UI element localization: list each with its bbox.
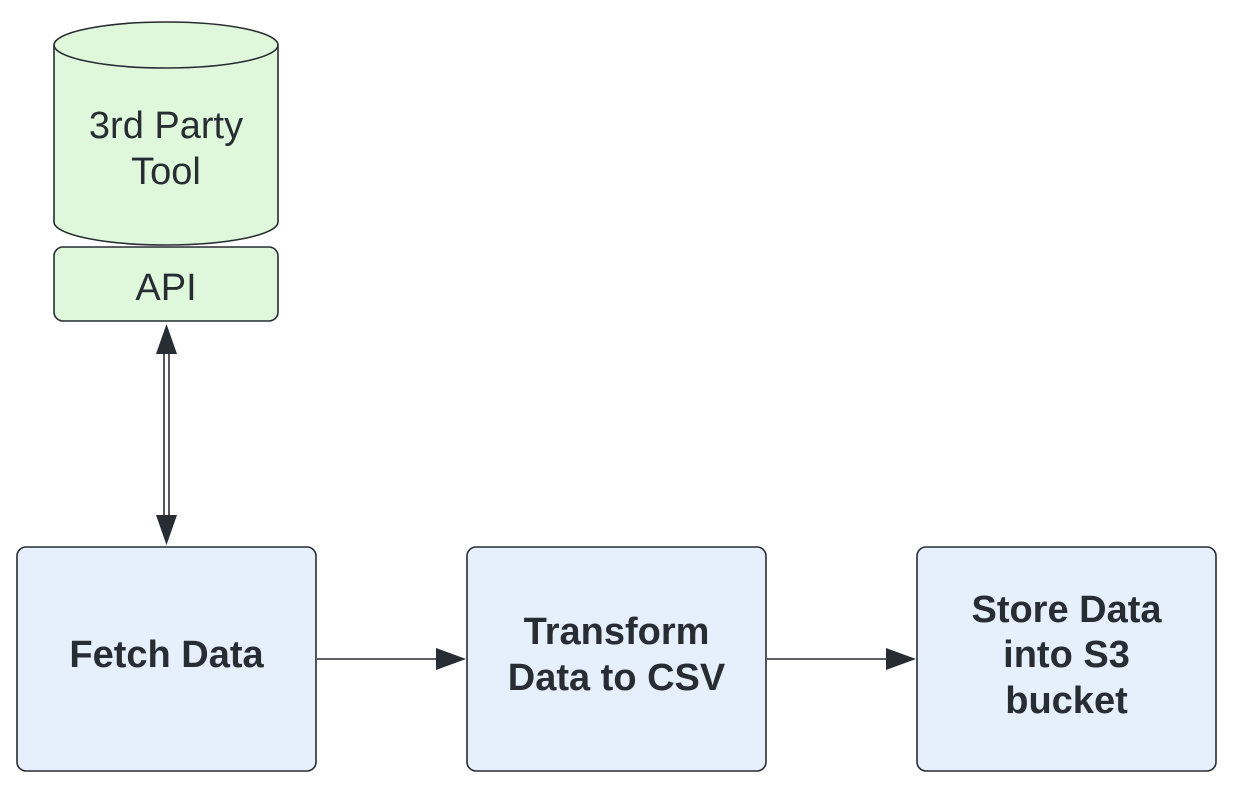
- database-body: [53, 45, 279, 246]
- transform-data-label: Transform Data to CSV: [507, 611, 726, 699]
- transform-store-arrow: [767, 648, 916, 670]
- fetch-data-box[interactable]: [16, 546, 317, 772]
- api-box[interactable]: [53, 246, 279, 322]
- arrow-head-right: [886, 648, 916, 670]
- store-data-box[interactable]: [916, 546, 1217, 772]
- transform-data-box[interactable]: [466, 546, 767, 772]
- arrow-head-right: [436, 648, 466, 670]
- database-cylinder[interactable]: [53, 21, 279, 246]
- store-data-label: Store Data into S3 bucket: [971, 588, 1162, 722]
- database-label: 3rd Party Tool: [88, 105, 244, 193]
- arrow-head-up: [156, 324, 177, 354]
- database-top: [53, 21, 279, 69]
- arrow-head-down: [156, 515, 177, 545]
- fetch-transform-arrow: [317, 648, 466, 670]
- api-fetch-arrow: [156, 324, 177, 545]
- api-label: API: [135, 267, 197, 310]
- fetch-data-label: Fetch Data: [69, 634, 264, 677]
